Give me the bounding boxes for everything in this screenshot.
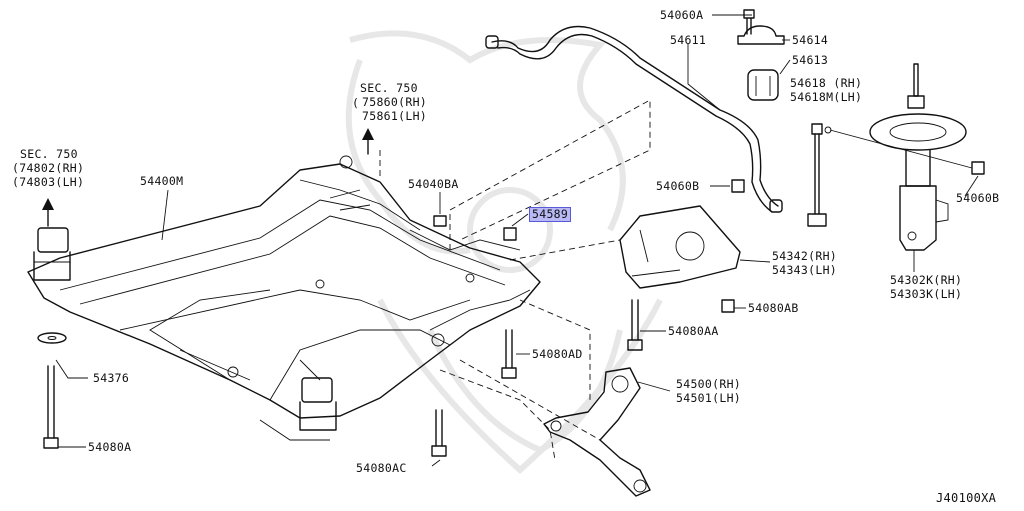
label-54500-rh[interactable]: 54500(RH) bbox=[676, 377, 742, 391]
label-54060b-right[interactable]: 54060B bbox=[956, 191, 1000, 205]
bolt-54080ab[interactable] bbox=[721, 299, 735, 313]
nut-54060b-mid[interactable] bbox=[731, 179, 745, 193]
label-54376[interactable]: 54376 bbox=[93, 371, 130, 385]
label-54060b-mid[interactable]: 54060B bbox=[656, 179, 700, 193]
nut-54040ba[interactable] bbox=[433, 215, 447, 227]
nut-54060b-right[interactable] bbox=[971, 161, 985, 175]
stabilizer-connecting-rod[interactable] bbox=[807, 123, 832, 227]
bolt-54080ad[interactable] bbox=[501, 329, 517, 379]
stabilizer-bushing[interactable] bbox=[747, 69, 779, 101]
upper-link-bracket[interactable] bbox=[619, 205, 741, 289]
label-75861-lh: 75861(LH) bbox=[362, 109, 428, 123]
label-54618m-lh[interactable]: 54618M(LH) bbox=[790, 90, 863, 104]
label-54302k-rh[interactable]: 54302K(RH) bbox=[890, 273, 963, 287]
assembly-lines bbox=[379, 99, 651, 461]
label-54343-lh[interactable]: 54343(LH) bbox=[772, 263, 838, 277]
label-54614[interactable]: 54614 bbox=[792, 33, 829, 47]
transverse-link[interactable] bbox=[543, 367, 651, 497]
label-54342-rh[interactable]: 54342(RH) bbox=[772, 249, 838, 263]
label-54589-highlighted[interactable]: 54589 bbox=[528, 207, 572, 222]
label-sec750-b: SEC. 750 bbox=[360, 81, 418, 95]
reference-arrow-right bbox=[362, 128, 374, 155]
diagram-code: J40100XA bbox=[936, 491, 997, 505]
mount-insulator-rear[interactable] bbox=[299, 155, 353, 431]
label-54613[interactable]: 54613 bbox=[792, 53, 829, 67]
label-54080aa[interactable]: 54080AA bbox=[668, 324, 719, 338]
label-54400m[interactable]: 54400M bbox=[140, 174, 184, 188]
label-54080ab[interactable]: 54080AB bbox=[748, 301, 799, 315]
strut-assembly[interactable] bbox=[869, 63, 967, 251]
reference-arrow-left bbox=[42, 198, 54, 227]
label-54040ba[interactable]: 54040BA bbox=[408, 177, 459, 191]
label-54303k-lh[interactable]: 54303K(LH) bbox=[890, 287, 963, 301]
label-54060a[interactable]: 54060A bbox=[660, 8, 704, 22]
label-54501-lh[interactable]: 54501(LH) bbox=[676, 391, 742, 405]
front-suspension-member[interactable] bbox=[27, 163, 541, 441]
label-74802-rh: (74802(RH) bbox=[12, 161, 85, 175]
stabilizer-bar[interactable] bbox=[485, 25, 783, 213]
bolt-54060a[interactable] bbox=[743, 9, 755, 35]
label-sec750-a: SEC. 750 bbox=[20, 147, 78, 161]
stabilizer-clamp[interactable] bbox=[737, 25, 785, 45]
label-54080a[interactable]: 54080A bbox=[88, 440, 132, 454]
label-75860-rh: 75860(RH) bbox=[362, 95, 428, 109]
washer-54376[interactable] bbox=[37, 332, 67, 344]
bolt-54080a[interactable] bbox=[43, 365, 59, 449]
leader-lines bbox=[55, 14, 979, 467]
label-54618-rh[interactable]: 54618 (RH) bbox=[790, 76, 863, 90]
watermark-emblem bbox=[345, 30, 663, 475]
label-bracket-open: ( bbox=[352, 96, 360, 110]
label-54080ac[interactable]: 54080AC bbox=[356, 461, 407, 475]
label-54080ad[interactable]: 54080AD bbox=[532, 347, 583, 361]
bolt-54080aa[interactable] bbox=[627, 299, 643, 351]
label-54611[interactable]: 54611 bbox=[670, 33, 707, 47]
label-74803-lh: (74803(LH) bbox=[12, 175, 85, 189]
mount-insulator-left[interactable] bbox=[33, 227, 71, 281]
nut-54589[interactable] bbox=[503, 227, 517, 241]
bolt-54080ac[interactable] bbox=[431, 409, 447, 457]
